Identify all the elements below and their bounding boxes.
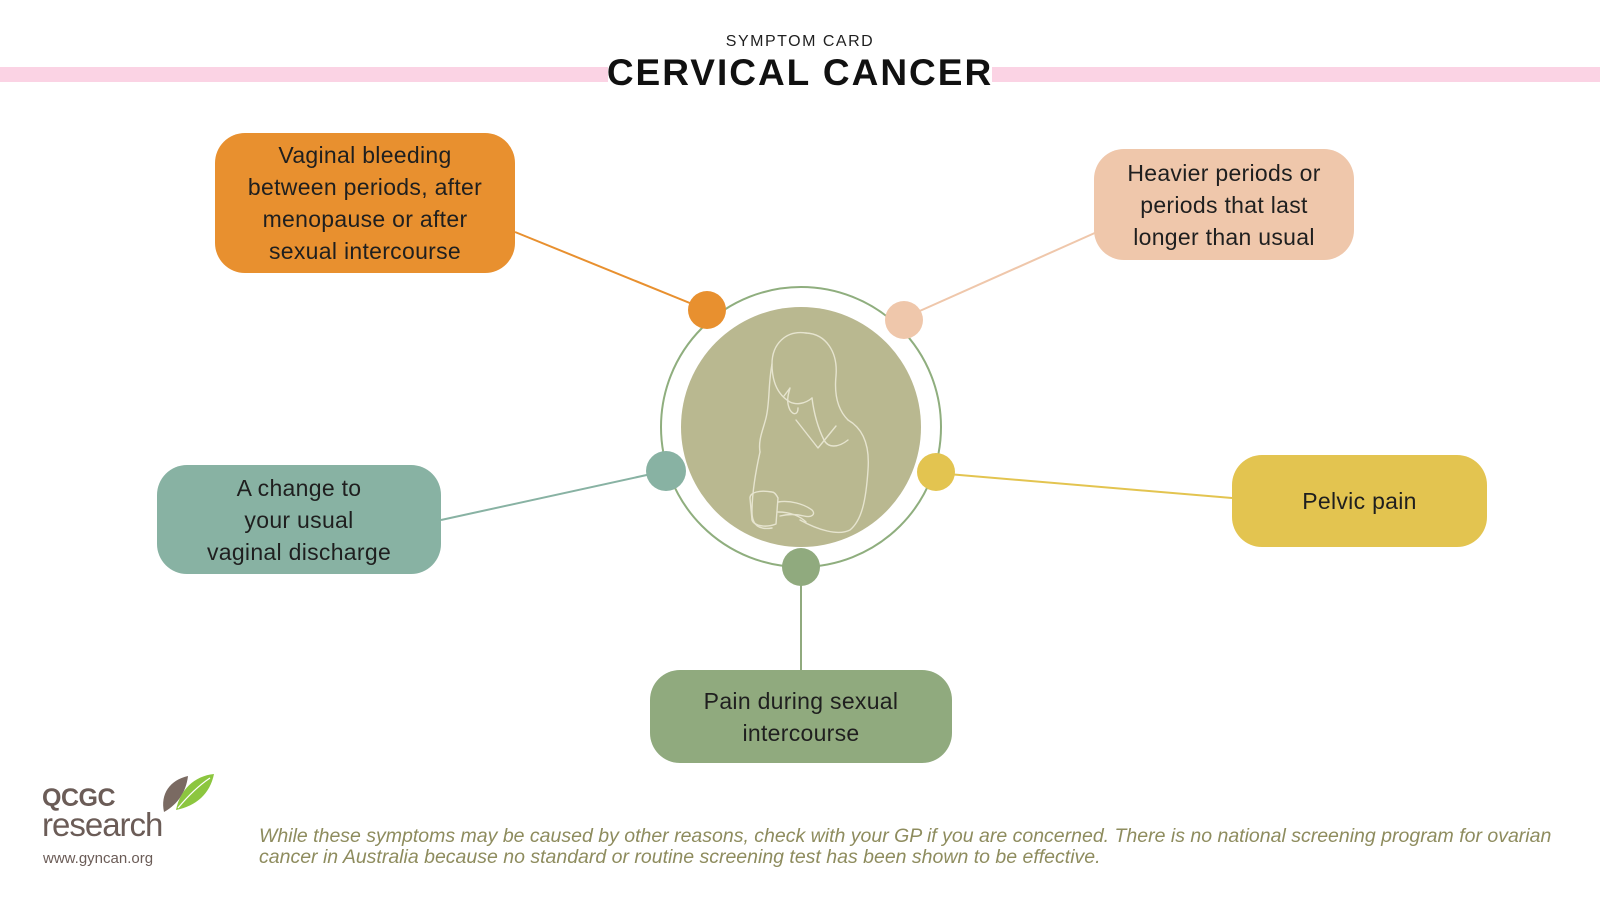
symptom-text-intercourse: Pain during sexual intercourse [703, 687, 899, 746]
card-title: CERVICAL CANCER [606, 52, 994, 93]
header-band-left [0, 67, 608, 82]
symptom-text-periods: Heavier periods or periods that last lon… [1127, 159, 1321, 250]
connector-line-periods [903, 231, 1098, 319]
logo-brand-line1: QCGC [42, 784, 116, 812]
symptom-text-pelvic: Pelvic pain [1302, 488, 1417, 514]
node-dot-discharge [646, 451, 686, 491]
symptom-text-bleeding: Vaginal bleeding between periods, after … [247, 142, 483, 264]
logo-brand-line2: research [42, 806, 163, 843]
symptom-box-discharge: A change to your usual vaginal discharge [157, 465, 441, 574]
card-subtitle: SYMPTOM CARD [725, 33, 875, 50]
logo-url: www.gyncan.org [43, 850, 154, 867]
qcgc-logo: QCGC research www.gyncan.org [42, 774, 214, 874]
symptom-text-discharge: A change to your usual vaginal discharge [206, 474, 392, 565]
node-dot-pelvic [917, 453, 955, 491]
symptom-box-intercourse: Pain during sexual intercourse [650, 670, 952, 763]
node-dot-intercourse [782, 548, 820, 586]
symptom-box-bleeding: Vaginal bleeding between periods, after … [215, 133, 515, 273]
connector-line-discharge [440, 470, 666, 521]
symptom-box-periods: Heavier periods or periods that last lon… [1094, 149, 1354, 260]
woman-thinking-icon [749, 331, 869, 534]
leaf-icon [163, 774, 214, 812]
footer-disclaimer: While these symptoms may be caused by ot… [259, 825, 1552, 868]
connector-line-bleeding [514, 231, 708, 311]
node-dot-bleeding [688, 291, 726, 329]
symptom-box-pelvic: Pelvic pain [1232, 455, 1487, 547]
header-band-right [992, 67, 1600, 82]
connector-line-pelvic [935, 472, 1233, 499]
node-dot-periods [885, 301, 923, 339]
